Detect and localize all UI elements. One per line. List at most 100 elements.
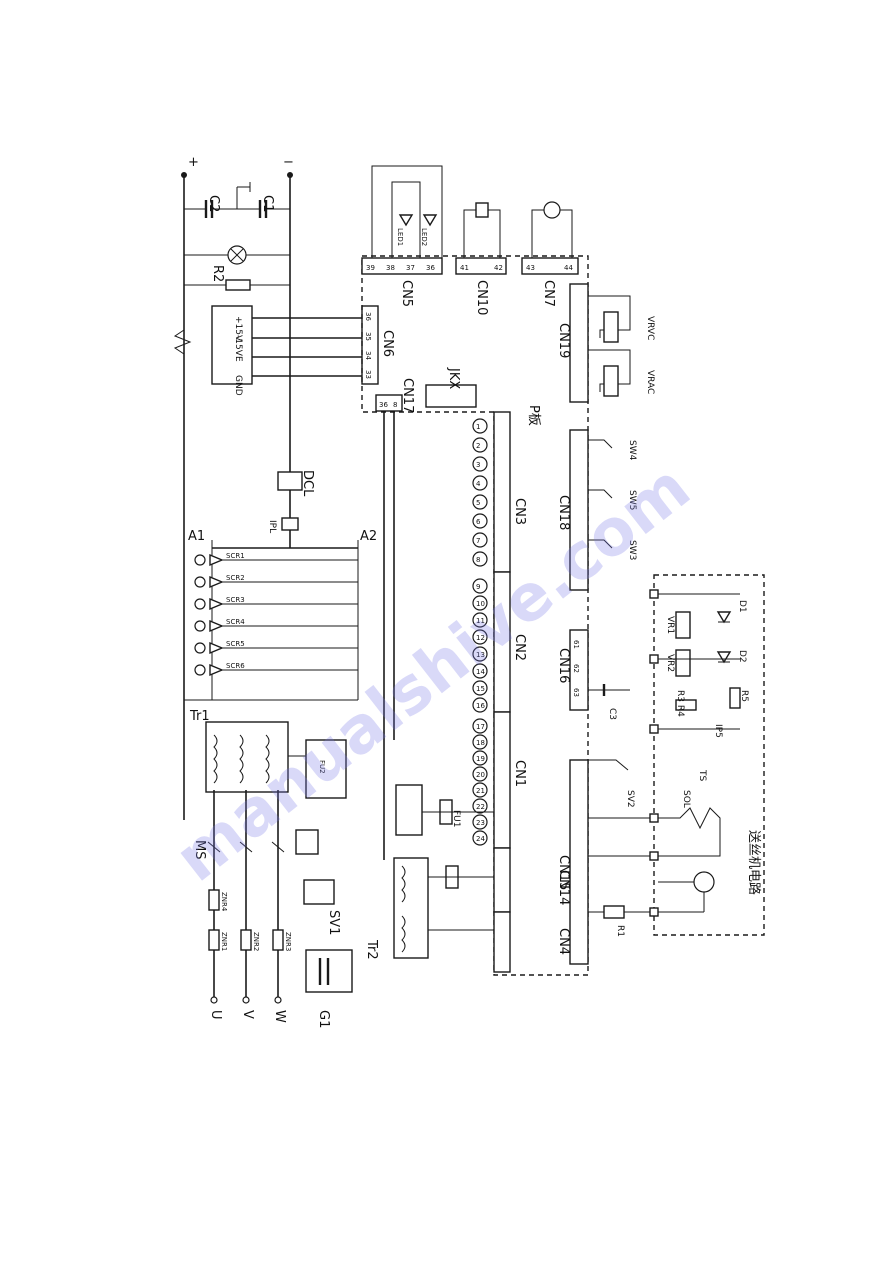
cn10-pin-2: 42 bbox=[494, 264, 503, 272]
ms-label: MS bbox=[192, 840, 207, 859]
gate-terminal bbox=[194, 554, 206, 566]
pcb-terminal-number: 12 bbox=[476, 634, 485, 642]
transformer-tr2: Tr2 FU1 bbox=[364, 784, 494, 960]
vrac-label: VRAC bbox=[645, 370, 655, 394]
cn3-label: CN3 bbox=[512, 498, 527, 525]
pcb-terminal-number: 1 bbox=[476, 423, 480, 431]
cn16-pin-1: 61 bbox=[572, 640, 580, 649]
cn15-connector: CN15 R1 SV2 bbox=[556, 759, 654, 965]
pcb-terminal bbox=[472, 646, 488, 662]
pcb-terminal-number: 21 bbox=[476, 787, 485, 795]
cn5-pin-1: 39 bbox=[366, 264, 375, 272]
scr-label: SCR3 bbox=[226, 596, 245, 604]
scr-symbol bbox=[209, 553, 224, 567]
scr-label: SCR2 bbox=[226, 574, 245, 582]
znr-varistor bbox=[208, 889, 220, 911]
cn5-pin-4: 36 bbox=[426, 264, 435, 272]
vr2-label: VR2 bbox=[665, 654, 675, 672]
led1-label: LED1 bbox=[396, 228, 404, 246]
c1-label: C1 bbox=[260, 195, 275, 212]
cn7-label: CN7 bbox=[541, 280, 556, 307]
phase-v: V bbox=[240, 1010, 255, 1019]
cn1-label: CN1 bbox=[512, 760, 527, 787]
cn6-connector: +15V -15V E GND 36 35 34 33 CN6 bbox=[173, 305, 395, 396]
vrvc-label: VRVC bbox=[645, 316, 655, 340]
wire-feeder-circuit: 送丝机电路 D1 D2 VR1 VR2 R3 R4 R5 TS IP5 SOL bbox=[649, 574, 765, 936]
cn6-signal-2: -15V bbox=[233, 335, 243, 357]
pcb-terminal-number: 23 bbox=[476, 819, 485, 827]
pcb-terminal bbox=[472, 418, 488, 434]
sv1-label: SV1 bbox=[326, 910, 341, 935]
pcb-terminal-number: 4 bbox=[476, 480, 481, 488]
pcb-terminal-number: 18 bbox=[476, 739, 485, 747]
cn7-pin-1: 43 bbox=[526, 264, 535, 272]
pcb-terminal-number: 15 bbox=[476, 685, 485, 693]
gate-terminal bbox=[194, 598, 206, 610]
cn7-connector: 43 44 CN7 bbox=[521, 201, 579, 307]
cn14-cn4: CN14 CN4 bbox=[493, 847, 571, 973]
sw5-label: SW5 bbox=[627, 490, 637, 510]
p-board: P板 bbox=[361, 255, 589, 976]
sv2-label: SV2 bbox=[625, 790, 635, 808]
cn6-signal-4: GND bbox=[233, 375, 243, 396]
pcb-terminal bbox=[472, 578, 488, 594]
pcb-terminal bbox=[472, 697, 488, 713]
pcb-terminal bbox=[472, 734, 488, 750]
pcb-terminal-number: 6 bbox=[476, 518, 481, 526]
c3-label: C3 bbox=[607, 708, 617, 720]
sw4-label: SW4 bbox=[627, 440, 637, 461]
pcb-terminal bbox=[472, 513, 488, 529]
pcb-terminal-number: 17 bbox=[476, 723, 485, 731]
znr-label: ZNR3 bbox=[284, 932, 292, 951]
pcb-terminal bbox=[472, 551, 488, 567]
tr2-label: Tr2 bbox=[364, 939, 379, 960]
cn16-pin-3: 63 bbox=[572, 688, 580, 697]
pcb-terminal-number: 13 bbox=[476, 651, 485, 659]
cn17-connector: 36 8 CN17 JKX bbox=[375, 367, 477, 860]
scr-symbol bbox=[209, 641, 224, 655]
scr-symbol bbox=[209, 663, 224, 677]
znr-label: ZNR4 bbox=[220, 892, 228, 912]
r1-label: R1 bbox=[615, 925, 625, 937]
sol-label: SOL bbox=[681, 790, 691, 808]
r5-label: R5 bbox=[739, 690, 749, 702]
znr-varistor bbox=[240, 929, 252, 951]
scr-label: SCR1 bbox=[226, 552, 245, 560]
pcb-terminal bbox=[472, 475, 488, 491]
pcb-terminal bbox=[472, 629, 488, 645]
minus-terminal-label: − bbox=[283, 155, 294, 170]
g1-label: G1 bbox=[316, 1010, 331, 1028]
pcb-terminal-number: 11 bbox=[476, 617, 485, 625]
phase-u: U bbox=[208, 1010, 223, 1020]
znr-varistor bbox=[272, 929, 284, 951]
phase-w: W bbox=[272, 1010, 287, 1023]
znr-label: ZNR2 bbox=[252, 932, 260, 951]
dcl-label: DCL bbox=[300, 470, 315, 497]
pcb-terminal bbox=[472, 612, 488, 628]
cn18-label: CN18 bbox=[556, 495, 571, 530]
cn19-label: CN19 bbox=[556, 323, 571, 358]
cn6-pin-3: 34 bbox=[364, 351, 372, 360]
r2-label: R2 bbox=[210, 265, 225, 282]
cn14-label: CN14 bbox=[556, 870, 571, 905]
pcb-terminal-number: 9 bbox=[476, 583, 480, 591]
gate-terminal bbox=[194, 664, 206, 676]
pcb-terminal bbox=[472, 814, 488, 830]
cn16-connector: CN16 61 62 63 C3 bbox=[556, 629, 630, 720]
dc-rails: + − C2 C1 R2 bbox=[181, 155, 294, 820]
cn5-connector: 39 38 37 36 CN5 LED1 LED2 bbox=[361, 165, 443, 307]
a2-label: A2 bbox=[360, 529, 377, 544]
scr-symbol bbox=[209, 575, 224, 589]
gate-terminal bbox=[194, 620, 206, 632]
pcb-terminal bbox=[472, 766, 488, 782]
pcb-terminal bbox=[472, 830, 488, 846]
pcb-terminal bbox=[472, 750, 488, 766]
gate-terminal bbox=[194, 576, 206, 588]
plus-terminal-label: + bbox=[188, 155, 199, 170]
pcb-terminal-number: 8 bbox=[476, 556, 480, 564]
ts-label: TS bbox=[697, 769, 707, 781]
scr-symbol bbox=[209, 597, 224, 611]
